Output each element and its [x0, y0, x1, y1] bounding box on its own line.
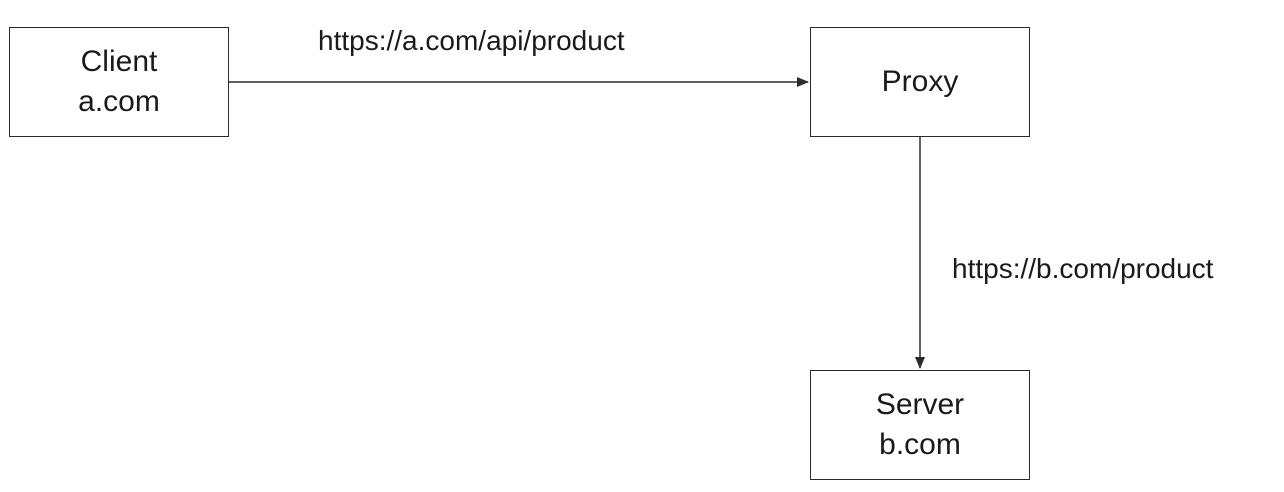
node-client: Client a.com [9, 27, 229, 137]
node-server: Server b.com [810, 370, 1030, 480]
node-proxy: Proxy [810, 27, 1030, 137]
node-server-title: Server [875, 388, 965, 421]
node-proxy-title: Proxy [881, 65, 959, 98]
edge-label-client-to-proxy: https://a.com/api/product [318, 25, 625, 56]
edge-label-proxy-to-server: https://b.com/product [952, 253, 1214, 284]
node-client-domain: a.com [78, 85, 160, 118]
node-client-title: Client [80, 45, 158, 78]
node-server-domain: b.com [879, 428, 961, 461]
